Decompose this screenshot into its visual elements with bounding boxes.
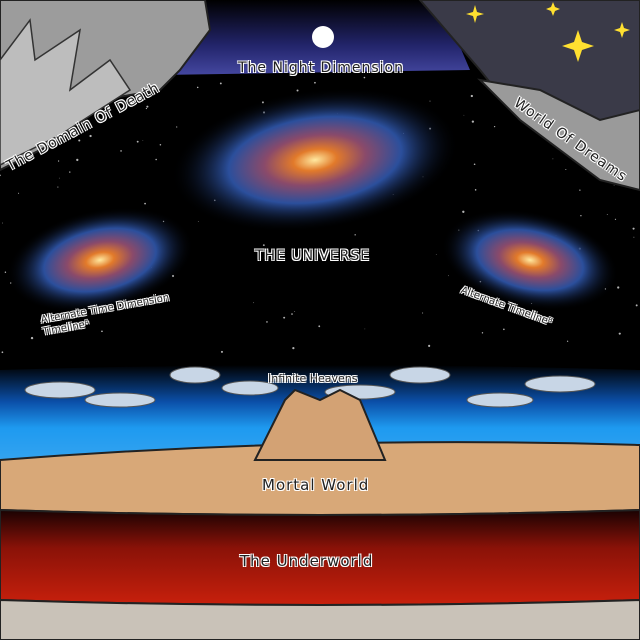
star bbox=[1, 351, 4, 354]
star bbox=[142, 140, 144, 141]
star bbox=[493, 125, 496, 128]
star bbox=[635, 304, 638, 307]
star bbox=[136, 140, 139, 143]
star bbox=[552, 158, 554, 160]
star bbox=[120, 150, 122, 152]
star bbox=[101, 330, 103, 333]
label-mortal-world: Mortal World bbox=[262, 476, 370, 494]
star bbox=[633, 236, 635, 238]
star bbox=[606, 213, 608, 215]
label-night-dimension: The Night Dimension bbox=[238, 60, 404, 76]
star bbox=[78, 139, 81, 142]
universe-galaxy bbox=[171, 87, 459, 233]
star bbox=[57, 160, 60, 162]
star bbox=[219, 82, 222, 85]
star bbox=[76, 322, 78, 325]
star bbox=[435, 254, 437, 255]
star bbox=[566, 340, 569, 342]
world-of-dreams-rocks bbox=[477, 78, 640, 192]
star bbox=[474, 189, 477, 191]
star bbox=[429, 100, 431, 102]
star bbox=[155, 158, 157, 161]
star bbox=[614, 218, 617, 220]
star bbox=[580, 215, 582, 217]
star bbox=[448, 275, 449, 277]
star bbox=[318, 325, 321, 328]
sparkle-icon bbox=[562, 30, 594, 62]
label-infinite-heavens: Infinite Heavens bbox=[268, 372, 358, 385]
star bbox=[363, 76, 366, 79]
star bbox=[262, 244, 265, 247]
star bbox=[296, 89, 299, 92]
star bbox=[196, 86, 199, 89]
mountain bbox=[253, 388, 387, 461]
star bbox=[17, 192, 20, 194]
star bbox=[159, 143, 162, 146]
star bbox=[49, 315, 52, 318]
star bbox=[220, 350, 223, 353]
star bbox=[50, 332, 52, 334]
sparkle-icon bbox=[614, 22, 630, 38]
star bbox=[422, 312, 424, 314]
star bbox=[579, 189, 581, 191]
star bbox=[30, 336, 34, 340]
star bbox=[463, 114, 465, 116]
star bbox=[294, 311, 296, 313]
star bbox=[1, 222, 3, 224]
star bbox=[428, 344, 431, 347]
star bbox=[481, 332, 484, 334]
star bbox=[253, 302, 255, 304]
star bbox=[283, 316, 286, 319]
star bbox=[76, 158, 79, 162]
bedrock bbox=[0, 598, 640, 640]
star bbox=[58, 177, 60, 179]
night-dimension-band bbox=[150, 0, 470, 75]
star bbox=[145, 107, 148, 110]
sparkle-icon bbox=[466, 5, 484, 23]
alternate-time-dimension-galaxy bbox=[6, 207, 194, 313]
star bbox=[176, 126, 178, 128]
star bbox=[146, 105, 149, 108]
star bbox=[617, 286, 620, 289]
alternate-timeline-galaxy bbox=[441, 209, 619, 311]
star bbox=[613, 184, 615, 186]
star bbox=[292, 347, 295, 350]
star bbox=[57, 186, 59, 188]
star bbox=[354, 234, 356, 236]
clouds bbox=[24, 366, 596, 408]
star bbox=[197, 221, 199, 222]
star bbox=[359, 253, 362, 256]
star bbox=[471, 120, 475, 123]
sparkle-icon bbox=[546, 2, 560, 16]
star bbox=[69, 171, 71, 173]
moon-icon bbox=[312, 26, 334, 48]
star bbox=[0, 174, 1, 177]
star bbox=[266, 321, 268, 323]
star bbox=[462, 210, 465, 213]
star bbox=[364, 328, 366, 330]
star bbox=[470, 94, 473, 98]
star bbox=[473, 163, 476, 166]
label-universe: THE UNIVERSE bbox=[255, 248, 371, 264]
label-underworld: The Underworld bbox=[240, 552, 374, 570]
star bbox=[314, 81, 316, 84]
star bbox=[618, 332, 621, 335]
star bbox=[4, 271, 7, 273]
star bbox=[565, 168, 567, 170]
star bbox=[291, 313, 293, 315]
star bbox=[89, 134, 92, 138]
star bbox=[144, 202, 146, 205]
star bbox=[632, 227, 635, 230]
star bbox=[503, 328, 505, 331]
